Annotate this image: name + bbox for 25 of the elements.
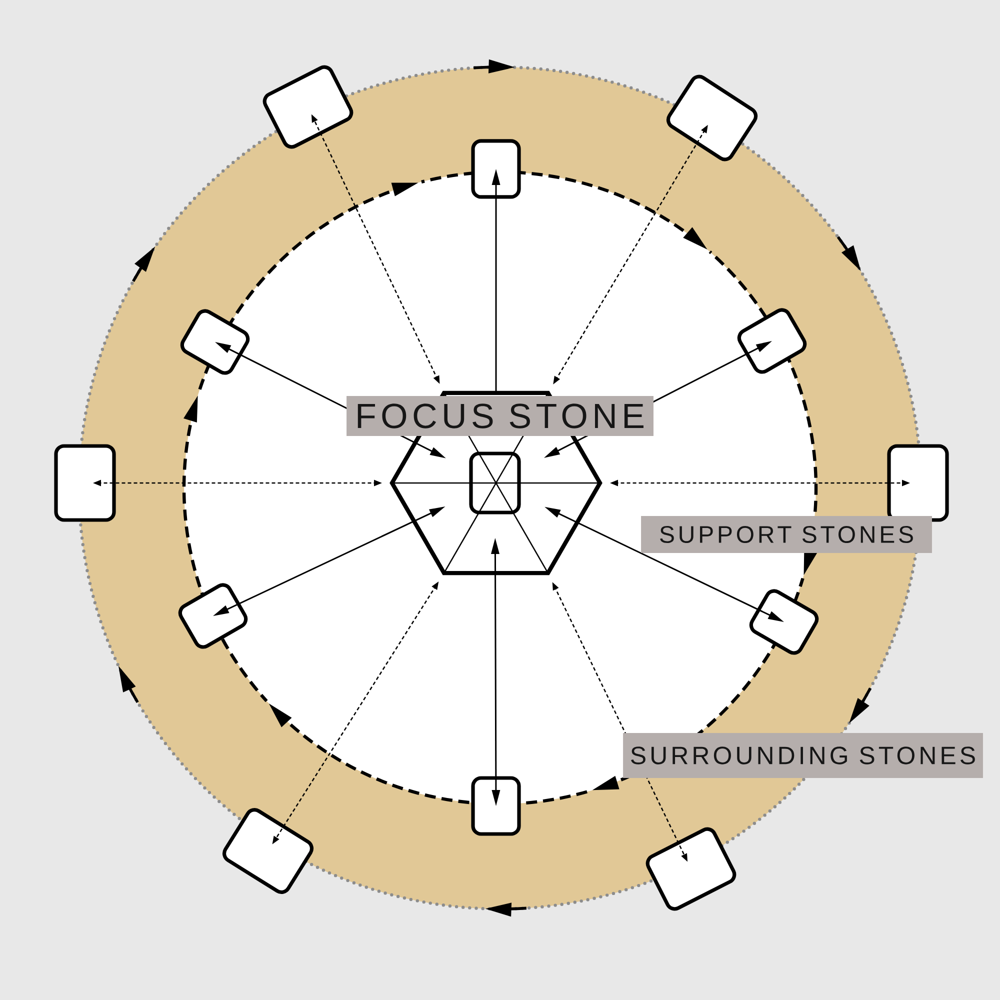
arrow (492, 169, 500, 393)
arrow (544, 506, 784, 622)
stone-block (222, 808, 314, 894)
stone-block (178, 583, 248, 649)
label-tag: SUPPORT STONES (641, 516, 932, 553)
dashed-arrow (610, 480, 910, 486)
arrow (490, 538, 500, 806)
stone-block (54, 444, 116, 522)
dashed-arrow (311, 114, 440, 384)
stone-block (737, 308, 807, 374)
stone-block (749, 589, 819, 655)
label-tag: FOCUS STONE (346, 396, 654, 436)
stone-block (262, 65, 354, 149)
label-tag: SURROUNDING STONES (623, 733, 983, 778)
stone-block (646, 827, 736, 911)
stone-block (180, 309, 250, 375)
stone-block (471, 776, 521, 836)
dashed-arrow (553, 124, 708, 384)
stone-block (666, 74, 758, 162)
stone-block (469, 452, 521, 514)
dashed-arrow (272, 582, 439, 844)
stone-block (887, 444, 949, 522)
arrow (213, 506, 446, 616)
stone-block (471, 139, 521, 199)
dashed-arrow (93, 480, 382, 486)
